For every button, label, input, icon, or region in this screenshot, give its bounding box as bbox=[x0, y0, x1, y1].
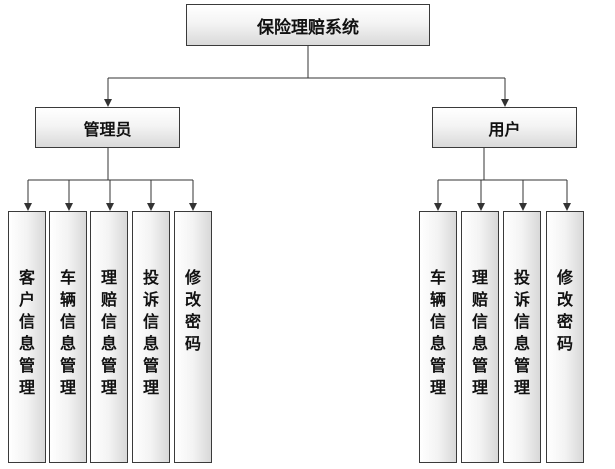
admin-module-claim-info: 理赔信息管理 bbox=[90, 211, 128, 463]
module-label: 车辆信息管理 bbox=[60, 268, 77, 397]
module-label: 修改密码 bbox=[557, 268, 574, 353]
role-node-user: 用户 bbox=[432, 107, 577, 148]
module-label: 修改密码 bbox=[185, 268, 202, 353]
module-label: 客户信息管理 bbox=[19, 268, 36, 397]
admin-module-vehicle-info: 车辆信息管理 bbox=[49, 211, 87, 463]
module-label: 投诉信息管理 bbox=[143, 268, 160, 397]
user-module-claim-info: 理赔信息管理 bbox=[461, 211, 499, 463]
admin-module-change-password: 修改密码 bbox=[174, 211, 212, 463]
role-node-user-label: 用户 bbox=[488, 119, 521, 139]
user-module-change-password: 修改密码 bbox=[546, 211, 584, 463]
admin-module-complaint-info: 投诉信息管理 bbox=[132, 211, 170, 463]
role-node-admin: 管理员 bbox=[35, 107, 180, 148]
module-label: 理赔信息管理 bbox=[101, 268, 118, 397]
root-node: 保险理赔系统 bbox=[186, 4, 430, 46]
module-label: 理赔信息管理 bbox=[472, 268, 489, 397]
admin-module-customer-info: 客户信息管理 bbox=[8, 211, 46, 463]
user-module-vehicle-info: 车辆信息管理 bbox=[419, 211, 457, 463]
user-module-complaint-info: 投诉信息管理 bbox=[503, 211, 541, 463]
root-node-label: 保险理赔系统 bbox=[257, 17, 359, 38]
module-label: 车辆信息管理 bbox=[430, 268, 447, 397]
role-node-admin-label: 管理员 bbox=[83, 119, 132, 139]
module-label: 投诉信息管理 bbox=[514, 268, 531, 397]
